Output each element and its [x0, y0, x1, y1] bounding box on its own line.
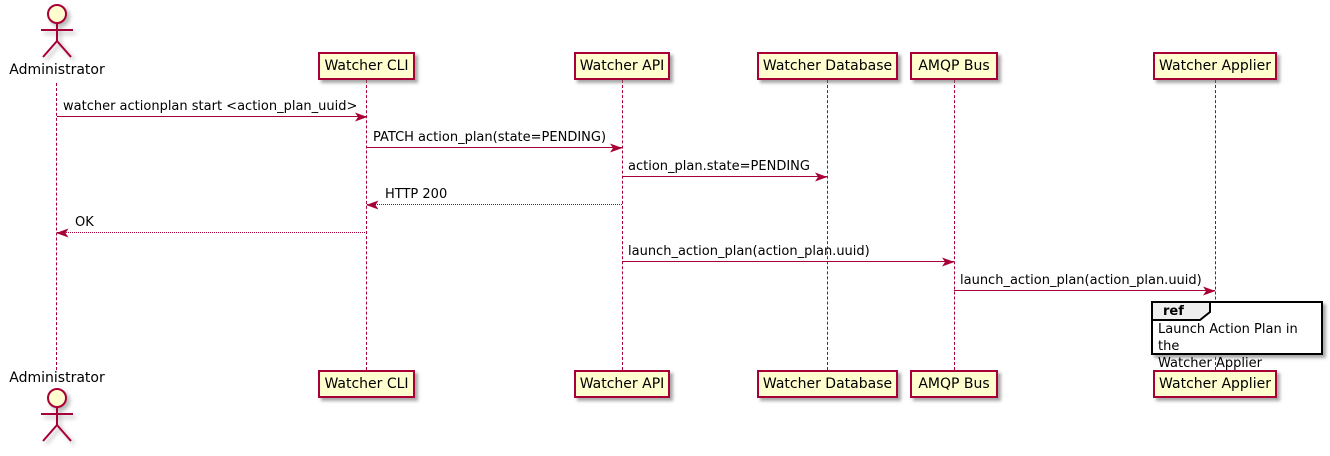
message-patch-action-plan: PATCH action_plan(state=PENDING) [367, 129, 623, 153]
message-label: PATCH action_plan(state=PENDING) [373, 130, 607, 145]
participant-box-watcher-database-bottom: Watcher Database [757, 370, 898, 398]
actor-label-bottom: Administrator [9, 370, 105, 386]
arrowhead-right-icon [355, 112, 368, 122]
ref-fragment: ref Launch Action Plan in the Watcher Ap… [1151, 301, 1323, 371]
participant-box-amqp-bus-bottom: AMQP Bus [910, 370, 998, 398]
message-arrow-line [57, 112, 368, 122]
message-label: launch_action_plan(action_plan.uuid) [960, 273, 1202, 288]
arrowhead-right-icon [815, 172, 828, 182]
lifeline-administrator [56, 83, 57, 370]
arrowhead-right-icon [1203, 286, 1216, 296]
ref-tab-icon [1151, 301, 1211, 321]
participant-box-amqp-bus-top: AMQP Bus [910, 52, 998, 80]
participant-box-watcher-api-bottom: Watcher API [574, 370, 670, 398]
arrowhead-right-icon [942, 257, 955, 267]
message-launch-action-plan-api-amqp: launch_action_plan(action_plan.uuid) [622, 243, 955, 267]
actor-icon [41, 4, 73, 58]
message-return-line [366, 200, 622, 210]
message-ok: OK [56, 214, 367, 238]
message-label: HTTP 200 [385, 187, 448, 202]
arrowhead-left-icon [56, 228, 69, 238]
message-label: watcher actionplan start <action_plan_uu… [63, 99, 358, 114]
lifeline-watcher-database [827, 80, 828, 370]
actor-label-top: Administrator [9, 62, 105, 78]
message-label: OK [75, 215, 94, 230]
message-actionplan-start: watcher actionplan start <action_plan_uu… [57, 98, 368, 122]
participant-box-watcher-database-top: Watcher Database [757, 52, 898, 80]
lifeline-amqp-bus [954, 80, 955, 370]
participant-box-watcher-applier-bottom: Watcher Applier [1153, 370, 1277, 398]
participant-box-watcher-applier-top: Watcher Applier [1153, 52, 1277, 80]
message-label: launch_action_plan(action_plan.uuid) [628, 244, 870, 259]
ref-text: Launch Action Plan in the Watcher Applie… [1158, 322, 1298, 371]
lifeline-watcher-cli [366, 80, 367, 370]
lifeline-watcher-api [622, 80, 623, 370]
arrowhead-right-icon [610, 143, 623, 153]
lifeline-watcher-applier [1215, 80, 1216, 370]
participant-box-watcher-api-top: Watcher API [574, 52, 670, 80]
message-action-plan-state-pending: action_plan.state=PENDING [622, 158, 828, 182]
participant-box-watcher-cli-bottom: Watcher CLI [318, 370, 415, 398]
message-label: action_plan.state=PENDING [628, 159, 810, 174]
arrowhead-left-icon [366, 200, 379, 210]
message-arrow-line [622, 257, 955, 267]
message-launch-action-plan-amqp-applier: launch_action_plan(action_plan.uuid) [954, 272, 1216, 296]
message-arrow-line [367, 143, 623, 153]
actor-icon [41, 388, 73, 442]
message-arrow-line [954, 286, 1216, 296]
ref-keyword: ref [1163, 304, 1184, 319]
participant-box-watcher-cli-top: Watcher CLI [318, 52, 415, 80]
message-http-200: HTTP 200 [366, 186, 622, 210]
message-arrow-line [622, 172, 828, 182]
message-return-line [56, 228, 367, 238]
